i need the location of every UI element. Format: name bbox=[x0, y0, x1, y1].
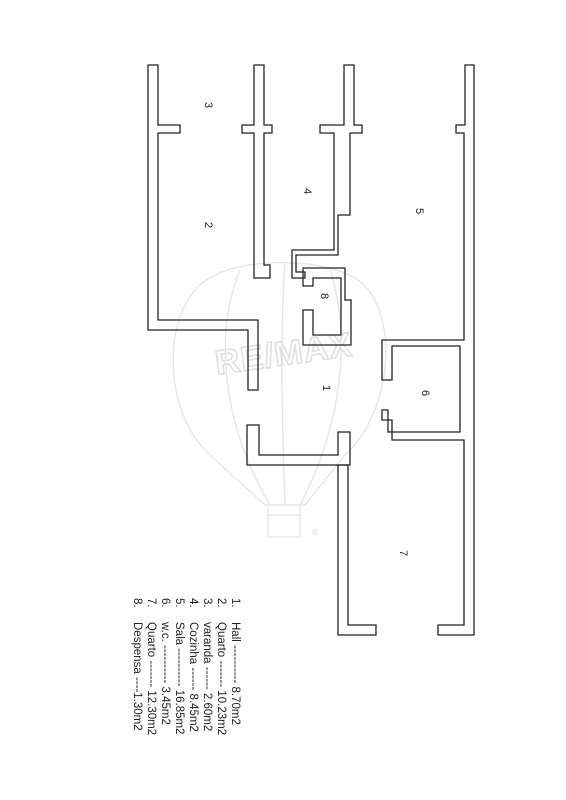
wall-left-outer bbox=[147, 64, 259, 391]
legend-item: 8. Despensa ----1.30m2 bbox=[131, 598, 143, 731]
room-label-2: 2 bbox=[202, 222, 214, 228]
legend-number: 1. bbox=[229, 598, 241, 608]
legend-entry: Despensa ----1.30m2 bbox=[131, 622, 143, 731]
legend-entry: w.c. ---------- 3.45m2 bbox=[159, 621, 171, 725]
legend-number: 6. bbox=[159, 598, 171, 608]
wall-room-7 bbox=[337, 464, 377, 636]
legend-entry: Cozinha ------ 8.45m2 bbox=[187, 622, 199, 732]
legend-item: 5. Sala ---------- 16.85m2 bbox=[173, 598, 185, 734]
room-label-6: 6 bbox=[419, 390, 431, 396]
walls bbox=[147, 64, 475, 636]
wall-pantry bbox=[302, 267, 352, 346]
legend-entry: Quarto ------- 10.23m2 bbox=[215, 622, 227, 735]
legend-item: 7. Quarto ------- 12.30m2 bbox=[145, 598, 157, 735]
room-label-4: 4 bbox=[301, 188, 313, 194]
legend-entry: Hall ---------- 8.70m2 bbox=[229, 622, 241, 725]
room-label-7: 7 bbox=[397, 550, 409, 556]
room-label-8: 8 bbox=[318, 293, 330, 299]
room-label-1: 1 bbox=[320, 385, 332, 391]
legend-number: 7. bbox=[145, 598, 157, 608]
legend-item: 2. Quarto ------- 10.23m2 bbox=[215, 598, 227, 735]
room-label-3: 3 bbox=[202, 102, 214, 108]
legend-number: 2. bbox=[215, 598, 227, 608]
legend-entry: varanda ------ 2.60m2 bbox=[201, 622, 213, 731]
area-legend: 1. Hall ---------- 8.70m2 2. Quarto ----… bbox=[131, 598, 241, 735]
legend-number: 5. bbox=[173, 598, 185, 608]
room-labels: 3 2 4 5 8 1 6 7 bbox=[202, 102, 431, 556]
legend-number: 4. bbox=[187, 598, 199, 608]
legend-item: 6. w.c. ---------- 3.45m2 bbox=[159, 598, 171, 725]
remax-balloon-watermark: RE/MAX ® bbox=[172, 261, 387, 538]
watermark-brand: RE/MAX bbox=[213, 326, 355, 383]
legend-item: 1. Hall ---------- 8.70m2 bbox=[229, 598, 241, 725]
legend-entry: Sala ---------- 16.85m2 bbox=[173, 622, 185, 734]
watermark-registered-mark: ® bbox=[312, 527, 319, 537]
wall-hall-lower bbox=[246, 424, 351, 466]
room-label-5: 5 bbox=[413, 208, 425, 214]
wall-rooms-2-4 bbox=[241, 64, 273, 279]
legend-number: 8. bbox=[131, 598, 143, 608]
legend-entry: Quarto ------- 12.30m2 bbox=[145, 622, 157, 735]
wall-right-outer bbox=[381, 64, 475, 636]
wall-rooms-4-5 bbox=[291, 64, 363, 279]
legend-item: 3. varanda ------ 2.60m2 bbox=[201, 598, 213, 731]
legend-item: 4. Cozinha ------ 8.45m2 bbox=[187, 598, 199, 732]
legend-number: 3. bbox=[201, 598, 213, 608]
